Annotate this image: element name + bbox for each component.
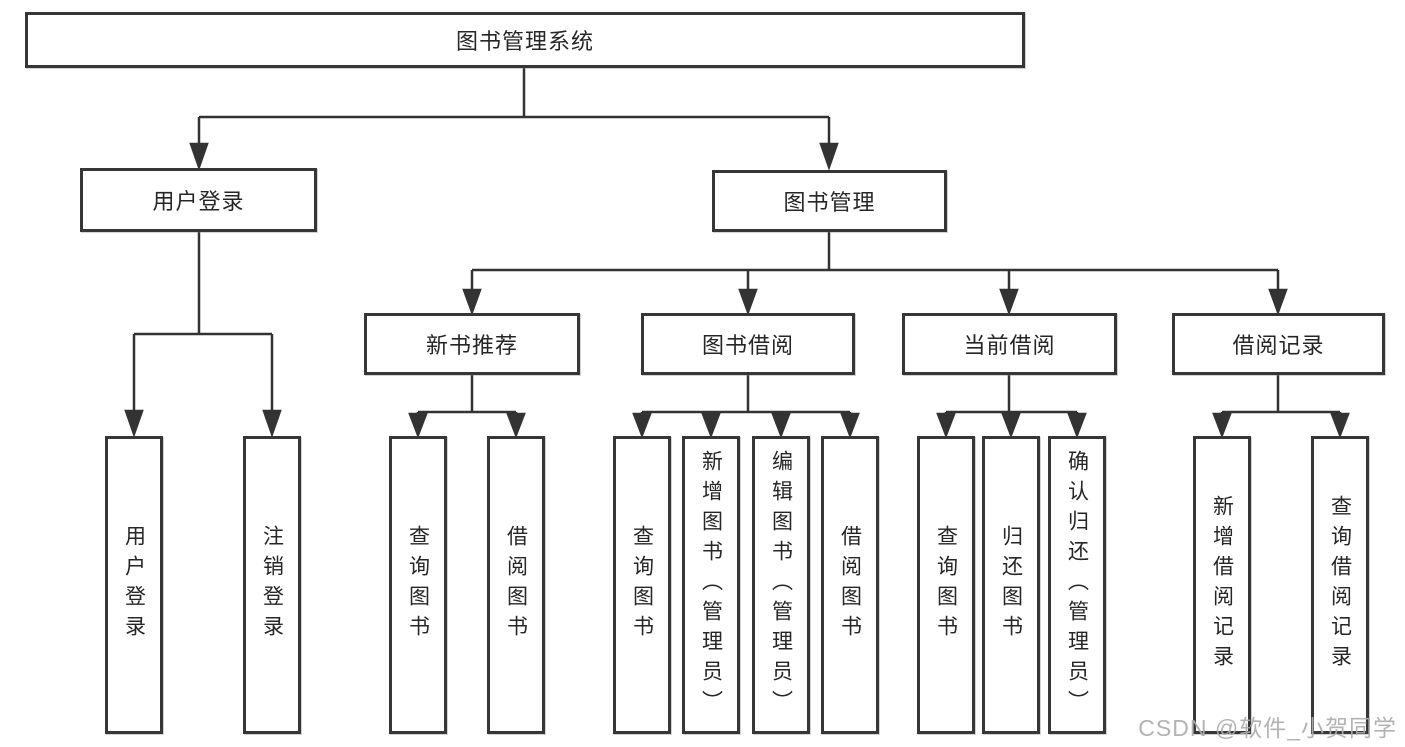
arrowhead <box>124 409 144 438</box>
leaf-query-books-recommend: 查询图书 <box>389 436 447 734</box>
node-label: 用户登录 <box>122 525 146 645</box>
node-label: 确认归还（管理员） <box>1065 450 1089 720</box>
arrowhead <box>738 288 758 316</box>
node-current-borrowing: 当前借阅 <box>902 313 1117 375</box>
node-label: 借阅图书 <box>838 525 862 645</box>
arrowhead <box>701 412 721 439</box>
leaf-user-login: 用户登录 <box>105 436 163 734</box>
node-label: 图书管理 <box>783 190 876 215</box>
arrowhead <box>999 288 1019 316</box>
arrowhead <box>408 412 428 439</box>
arrowhead <box>819 142 839 171</box>
arrowhead <box>1268 288 1288 316</box>
node-new-book-recommendation: 新书推荐 <box>364 313 580 375</box>
leaf-add-borrow-record: 新增借阅记录 <box>1193 436 1251 734</box>
arrowhead <box>1001 412 1021 439</box>
arrowhead <box>506 412 526 439</box>
node-borrowing-records: 借阅记录 <box>1172 313 1385 375</box>
leaf-borrow-books: 借阅图书 <box>821 436 879 734</box>
node-label: 编辑图书（管理员） <box>769 450 793 720</box>
leaf-add-books-admin: 新增图书（管理员） <box>682 436 740 734</box>
node-label: 查询图书 <box>630 525 654 645</box>
arrowhead <box>1212 412 1232 439</box>
node-label: 借阅图书 <box>504 525 528 645</box>
connector-book-borrow-to-leaves <box>632 375 860 439</box>
node-label: 用户登录 <box>152 189 245 214</box>
connector-new-book-rec-to-leaves <box>408 375 526 439</box>
node-root-system: 图书管理系统 <box>25 12 1025 68</box>
node-label: 新书推荐 <box>425 333 518 358</box>
node-label: 图书借阅 <box>701 333 794 358</box>
arrowhead <box>1067 412 1087 439</box>
connector-root-to-level2 <box>189 68 839 171</box>
connector-user-login-to-leaves <box>124 232 282 438</box>
arrowhead <box>1330 412 1350 439</box>
arrowhead <box>189 142 209 171</box>
arrowhead <box>936 412 956 439</box>
node-label: 注销登录 <box>260 525 284 645</box>
arrowhead <box>632 412 652 439</box>
node-label: 图书管理系统 <box>455 29 594 54</box>
arrowhead <box>262 409 282 438</box>
leaf-confirm-return-admin: 确认归还（管理员） <box>1048 436 1106 734</box>
leaf-logout: 注销登录 <box>243 436 301 734</box>
arrowhead <box>840 412 860 439</box>
node-label: 新增图书（管理员） <box>699 450 723 720</box>
node-book-borrowing: 图书借阅 <box>641 313 855 375</box>
node-label: 借阅记录 <box>1232 333 1325 358</box>
node-label: 查询图书 <box>934 525 958 645</box>
leaf-query-books-current: 查询图书 <box>917 436 975 734</box>
leaf-edit-books-admin: 编辑图书（管理员） <box>752 436 810 734</box>
node-user-login: 用户登录 <box>80 168 317 232</box>
arrowhead <box>771 412 791 439</box>
leaf-borrow-books-recommend: 借阅图书 <box>487 436 545 734</box>
csdn-watermark: CSDN @软件_小贺同学 <box>1138 715 1397 741</box>
node-label: 新增借阅记录 <box>1210 495 1234 675</box>
connector-borrow-records-to-leaves <box>1212 375 1350 439</box>
node-label: 查询图书 <box>406 525 430 645</box>
node-book-management: 图书管理 <box>712 170 947 232</box>
leaf-query-books-borrow: 查询图书 <box>613 436 671 734</box>
node-label: 归还图书 <box>999 525 1023 645</box>
leaf-return-books: 归还图书 <box>982 436 1040 734</box>
node-label: 查询借阅记录 <box>1328 495 1352 675</box>
node-label: 当前借阅 <box>963 333 1056 358</box>
connector-current-borrow-to-leaves <box>936 375 1087 439</box>
arrowhead <box>462 288 482 316</box>
connector-book-management-to-level3 <box>462 232 1288 316</box>
leaf-query-borrow-record: 查询借阅记录 <box>1311 436 1369 734</box>
